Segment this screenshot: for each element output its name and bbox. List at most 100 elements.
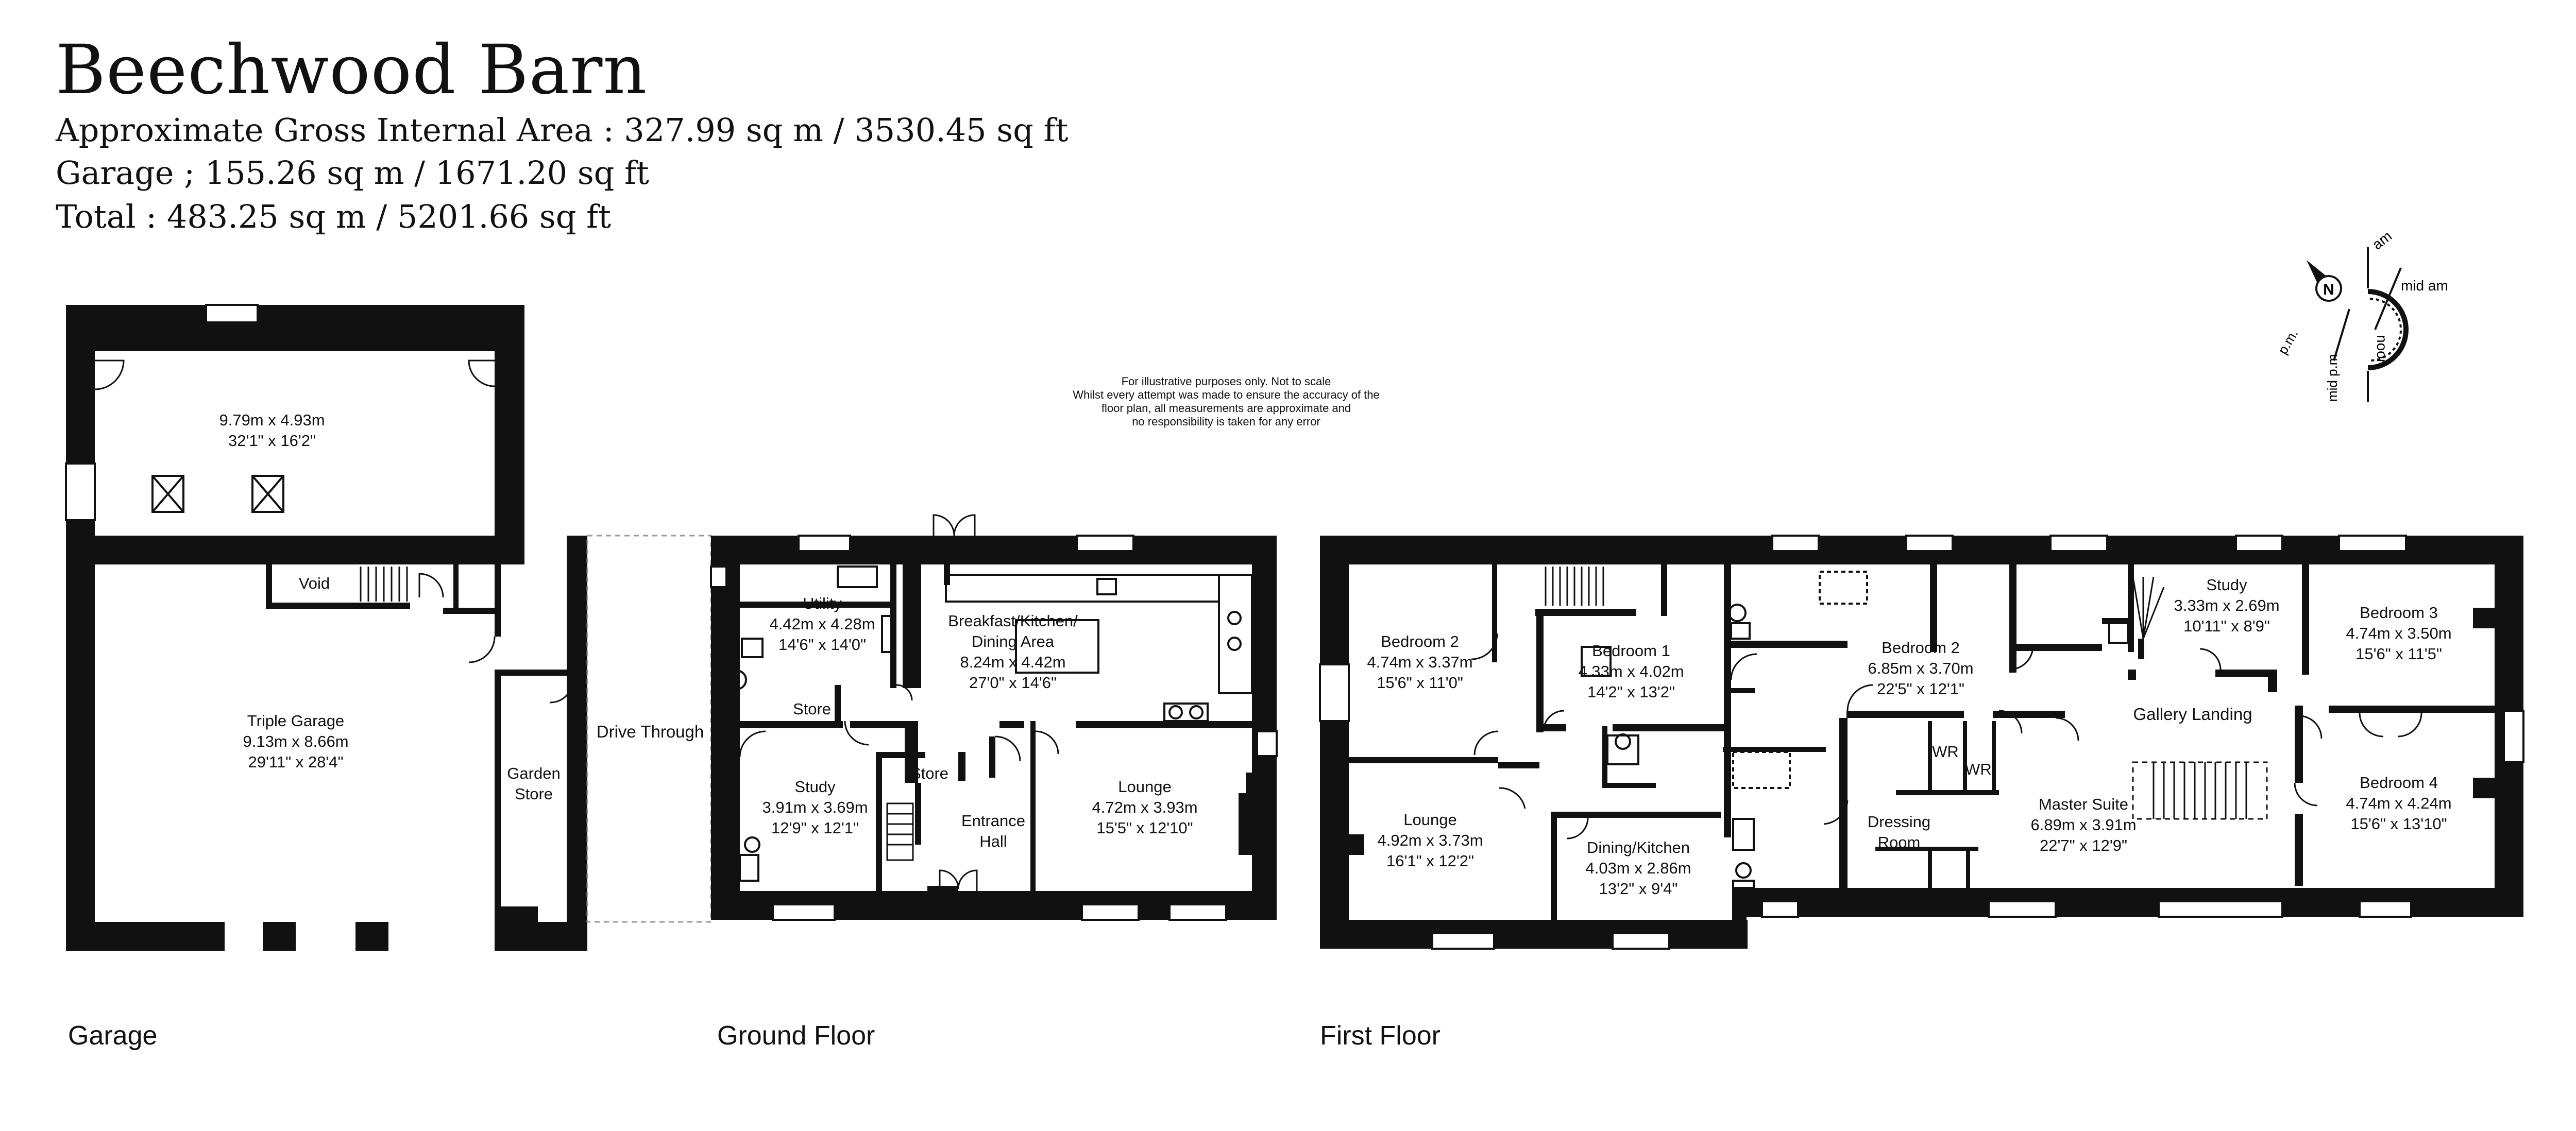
room-imperial: 22'7" x 12'9"	[2040, 836, 2127, 854]
room-imperial: 12'9" x 12'1"	[771, 819, 859, 837]
garage-windows	[65, 304, 259, 521]
first-floor-windows	[1319, 535, 2524, 950]
compass-rose: N am mid am noon mid p.m. p.m.	[2275, 228, 2448, 402]
room-metric: 4.72m x 3.93m	[1092, 798, 1197, 816]
room-metric: 3.33m x 2.69m	[2174, 596, 2279, 614]
room-imperial: 22'5" x 12'1"	[1877, 680, 1964, 698]
rooflight-icon	[151, 475, 284, 513]
room-name: Bedroom 3	[2360, 604, 2438, 622]
ground-floor-label: Ground Floor	[717, 1021, 875, 1051]
room-imperial: 10'11" x 8'9"	[2183, 617, 2270, 635]
north-arrow-icon	[2306, 260, 2342, 302]
room-name: Master Suite	[2039, 795, 2128, 813]
disclaimer-line: floor plan, all measurements are approxi…	[1101, 401, 1351, 415]
room-name: Drive Through	[597, 722, 704, 741]
room-metric: 3.91m x 3.69m	[762, 798, 868, 816]
ground-floor-walls	[711, 536, 1277, 920]
room-name: Study	[2206, 576, 2247, 594]
garage-floor-label: Garage	[68, 1021, 158, 1051]
door-icon	[1471, 633, 2422, 839]
room-name: Dining Area	[972, 632, 1055, 650]
room-name: Store	[910, 764, 948, 782]
study-stairs	[2132, 576, 2165, 639]
compass-tick	[2333, 309, 2350, 361]
room-metric: 4.74m x 3.37m	[1367, 653, 1472, 671]
room-name: Lounge	[1403, 811, 1456, 829]
ground-floor-windows	[710, 535, 1278, 921]
room-metric: 4.03m x 2.86m	[1585, 859, 1691, 877]
door-icon	[739, 514, 1059, 891]
room-imperial: 16'1" x 12'2"	[1386, 852, 1474, 870]
room-name: Garden	[507, 764, 560, 782]
bathroom-fittings	[1581, 571, 2129, 889]
room-metric: 9.13m x 8.66m	[243, 732, 348, 750]
garage-building	[66, 305, 587, 951]
room-name: Study	[794, 778, 836, 796]
room-name: Void	[299, 574, 330, 592]
room-name: Store	[793, 700, 831, 718]
room-name: Store	[515, 785, 553, 803]
compass-am: am	[2369, 228, 2395, 252]
gallery-stairs	[2132, 761, 2268, 820]
compass-tick	[2374, 267, 2402, 330]
room-metric: 4.92m x 3.73m	[1377, 831, 1483, 849]
room-imperial: 14'2" x 13'2"	[1587, 683, 1675, 701]
room-name: Lounge	[1118, 778, 1171, 796]
room-name: Bedroom 1	[1592, 642, 1670, 660]
kitchen-fittings	[726, 566, 1253, 882]
first-floor-walls	[1320, 536, 2523, 949]
room-imperial: 15'6" x 11'0"	[1377, 674, 1463, 692]
room-imperial: 27'0" x 14'6"	[969, 674, 1057, 692]
room-metric: 9.79m x 4.93m	[219, 411, 325, 429]
room-imperial: 32'1" x 16'2"	[228, 432, 316, 450]
room-metric: 4.74m x 4.24m	[2346, 794, 2451, 812]
disclaimer: For illustrative purposes only. Not to s…	[1010, 375, 1443, 429]
room-imperial: 15'6" x 11'5"	[2355, 645, 2442, 663]
room-imperial: 15'6" x 13'10"	[2350, 815, 2447, 833]
property-title: Beechwood Barn	[56, 30, 648, 110]
garage-area-text: Garage ; 155.26 sq m / 1671.20 sq ft	[56, 154, 649, 192]
room-imperial: 13'2" x 9'4"	[1599, 880, 1678, 898]
compass-pm: p.m.	[2275, 327, 2301, 357]
compass-north: N	[2323, 281, 2334, 298]
room-imperial: 14'6" x 14'0"	[778, 636, 866, 654]
room-metric: 4.33m x 4.02m	[1578, 662, 1684, 680]
room-name: Dressing	[1868, 813, 1930, 831]
room-name: Entrance	[961, 812, 1025, 830]
room-name: Utility	[803, 594, 842, 612]
gross-area-text: Approximate Gross Internal Area : 327.99…	[56, 111, 1069, 149]
room-name: Gallery Landing	[2133, 705, 2252, 724]
compass-mid-pm: mid p.m.	[2325, 350, 2340, 402]
room-metric: 6.85m x 3.70m	[1868, 659, 1973, 677]
garage-stairs	[360, 567, 408, 602]
room-name: Hall	[979, 832, 1007, 850]
room-name: WR	[1932, 743, 1959, 761]
disclaimer-line: Whilst every attempt was made to ensure …	[1073, 388, 1380, 401]
disclaimer-line: no responsibility is taken for any error	[1132, 415, 1320, 428]
bedroom1-stairs	[1545, 567, 1604, 606]
compass-noon: noon	[2374, 335, 2390, 367]
room-name: Bedroom 2	[1381, 632, 1459, 650]
room-imperial: 29'11" x 28'4"	[248, 753, 344, 771]
room-metric: 8.24m x 4.42m	[960, 653, 1065, 671]
room-metric: 6.89m x 3.91m	[2030, 816, 2136, 834]
room-metric: 4.74m x 3.50m	[2346, 624, 2451, 642]
room-metric: 4.42m x 4.28m	[769, 615, 875, 633]
disclaimer-line: For illustrative purposes only. Not to s…	[1121, 375, 1331, 388]
room-name: WR	[1965, 760, 1992, 778]
room-name: Room	[1878, 833, 1921, 851]
room-imperial: 15'5" x 12'10"	[1096, 819, 1193, 837]
door-icon	[94, 359, 574, 704]
room-name: Bedroom 4	[2360, 774, 2438, 792]
compass-mid-am: mid am	[2401, 278, 2448, 294]
room-name: Dining/Kitchen	[1587, 838, 1690, 856]
room-labels: 9.79m x 4.93m 32'1" x 16'2" Void Triple …	[219, 411, 2451, 898]
total-area-text: Total : 483.25 sq m / 5201.66 sq ft	[56, 198, 612, 235]
first-floor-label: First Floor	[1320, 1021, 1440, 1051]
room-name: Bedroom 2	[1882, 639, 1960, 657]
room-name: Triple Garage	[247, 712, 344, 730]
entrance-stairs	[886, 802, 914, 861]
room-name: Breakfast/Kitchen/	[948, 612, 1078, 630]
